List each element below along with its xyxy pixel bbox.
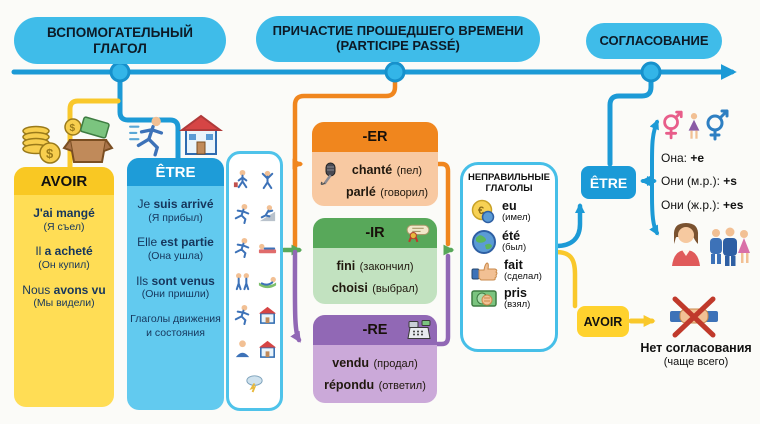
avoir-example: Nous avons vu (Мы видели): [22, 282, 106, 310]
climbing-person-icon: [259, 204, 275, 221]
person-bust-icon: [235, 340, 249, 358]
irregular-verbs-box: НЕПРАВИЛЬНЫЕ ГЛАГОЛЫ € eu(имел) été(был)…: [460, 162, 558, 352]
etre-example: Elle est partie (Она ушла): [137, 235, 214, 263]
irregular-item: pris(взял): [463, 285, 555, 313]
etre-examples-box: ÊTRE Je suis arrivé (Я прибыл) Elle est …: [127, 158, 224, 410]
irregular-item: € eu(имел): [463, 197, 555, 227]
microphone-icon: [320, 162, 336, 186]
globe-icon: [472, 229, 496, 254]
etre-example: Ils sont venus (Они пришли): [136, 273, 215, 301]
ir-ending-box: -IR fini (закончил) choisi (выбрал): [313, 218, 437, 304]
woman-portrait-icon: [672, 223, 700, 266]
house-icon: [178, 114, 224, 155]
walking-pair-icon: [235, 272, 249, 290]
movement-icons-panel: [226, 151, 283, 411]
thumbs-up-icon: [471, 262, 498, 281]
running-person-icon: [234, 237, 249, 258]
crossed-handshake-icon: [670, 296, 718, 338]
header-auxiliary-verb: ВСПОМОГАТЕЛЬНЫЙ ГЛАГОЛ: [14, 17, 226, 64]
etre-example: Je suis arrivé (Я прибыл): [137, 197, 214, 224]
male-symbol-icon: [706, 109, 729, 141]
re-suffix: -RE: [313, 315, 437, 345]
irregular-item: été(был): [463, 227, 555, 257]
etre-title: ÊTRE: [127, 158, 224, 186]
running-person-icon: [129, 116, 164, 157]
agreement-rule-they-f: Они (ж.р.): +es: [661, 198, 744, 212]
house-icon: [258, 341, 276, 359]
house-icon: [258, 307, 276, 325]
irregular-item: fait(сделал): [463, 257, 555, 285]
coins-icon: $: [22, 125, 61, 164]
avoir-title: AVOIR: [14, 167, 114, 195]
running-person-icon: [234, 305, 249, 326]
er-suffix: -ER: [312, 122, 438, 152]
header-past-participle: ПРИЧАСТИЕ ПРОШЕДШЕГО ВРЕМЕНИ(PARTICIPE P…: [256, 16, 540, 62]
suitcase-walker-icon: [233, 169, 247, 189]
irregular-verbs-title: НЕПРАВИЛЬНЫЕ ГЛАГОЛЫ: [467, 172, 551, 195]
storm-cloud-icon: [246, 375, 263, 393]
ir-suffix: -IR: [313, 218, 437, 248]
svg-text:€: €: [478, 205, 484, 217]
avoir-example: J'ai mangé (Я съел): [33, 206, 95, 233]
lying-person-icon: [258, 243, 276, 253]
agreement-rule-she: Она: +e: [661, 151, 704, 165]
woman-figure-icon: [688, 113, 700, 139]
avoir-example: Il a acheté (Он купил): [35, 244, 93, 272]
avoir-examples-box: AVOIR J'ai mangé (Я съел) Il a acheté (О…: [14, 167, 114, 407]
agreement-rule-they-m: Они (м.р.): +s: [661, 174, 737, 188]
running-person-icon: [234, 203, 249, 224]
euro-coins-icon: €: [471, 199, 495, 224]
people-group-icon: [710, 227, 750, 266]
timeline-nodes: [109, 61, 662, 83]
agreement-etre-button: ÊTRE: [581, 166, 636, 199]
movement-verbs-note: Глаголы движения и состояния: [130, 313, 221, 339]
money-box-icon: $: [62, 116, 114, 163]
jumping-person-icon: [261, 170, 273, 189]
hammock-rest-icon: [258, 276, 276, 288]
agreement-avoir-button: AVOIR: [577, 306, 629, 337]
header-agreement: СОГЛАСОВАНИЕ: [586, 23, 722, 59]
no-agreement-label: Нет согласования (чаще всего): [640, 341, 752, 368]
er-ending-box: -ER chanté (пел) parlé (говорил): [312, 122, 438, 206]
cash-register-icon: [407, 320, 431, 339]
svg-text:$: $: [70, 123, 76, 134]
svg-text:$: $: [46, 146, 54, 161]
banknote-icon: [471, 290, 497, 307]
diploma-icon: [406, 224, 430, 243]
female-symbol-icon: [663, 110, 683, 140]
re-ending-box: -RE vendu (продал) répondu (ответил): [313, 315, 437, 403]
